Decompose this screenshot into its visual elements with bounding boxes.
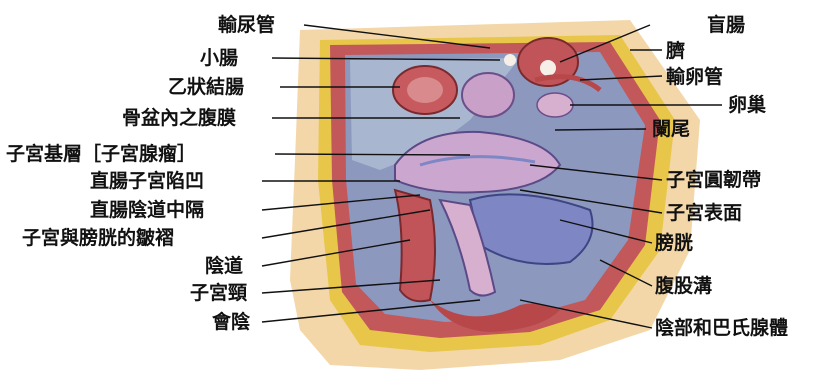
label-uterine-surface: 子宮表面 bbox=[666, 202, 742, 224]
label-bladder: 膀胱 bbox=[655, 232, 693, 254]
label-fallopian-tube: 輸卵管 bbox=[666, 66, 723, 88]
label-cecum: 盲腸 bbox=[707, 14, 745, 36]
label-vagina: 陰道 bbox=[205, 255, 243, 277]
label-uterine-fundus-fibroid: 子宮基層［子宮腺瘤］ bbox=[6, 143, 196, 165]
label-small-intestine: 小腸 bbox=[200, 47, 238, 69]
label-ureter: 輸尿管 bbox=[218, 14, 275, 36]
label-sigmoid-colon: 乙狀結腸 bbox=[168, 76, 244, 98]
rectum-shape bbox=[395, 190, 435, 301]
label-rectouterine-pouch: 直腸子宮陷凹 bbox=[90, 170, 204, 192]
label-cervix: 子宮頸 bbox=[190, 282, 247, 304]
label-vesicouterine-fold: 子宮與膀胱的皺褶 bbox=[22, 227, 174, 249]
label-ovary: 卵巢 bbox=[728, 94, 766, 116]
label-pelvic-peritoneum: 骨盆內之腹膜 bbox=[122, 107, 236, 129]
small-intestine-shape bbox=[462, 73, 514, 117]
label-appendix: 闌尾 bbox=[652, 118, 690, 140]
label-perineum: 會陰 bbox=[212, 311, 250, 333]
label-navel: 臍 bbox=[666, 40, 685, 62]
label-vulva-bartholin-gland: 陰部和巴氏腺體 bbox=[655, 317, 788, 339]
label-inguinal-canal: 腹股溝 bbox=[655, 275, 712, 297]
label-rectovaginal-septum: 直腸陰道中隔 bbox=[90, 199, 204, 221]
ovary-shape bbox=[537, 93, 573, 117]
label-round-ligament: 子宮圓韌帶 bbox=[666, 169, 761, 191]
